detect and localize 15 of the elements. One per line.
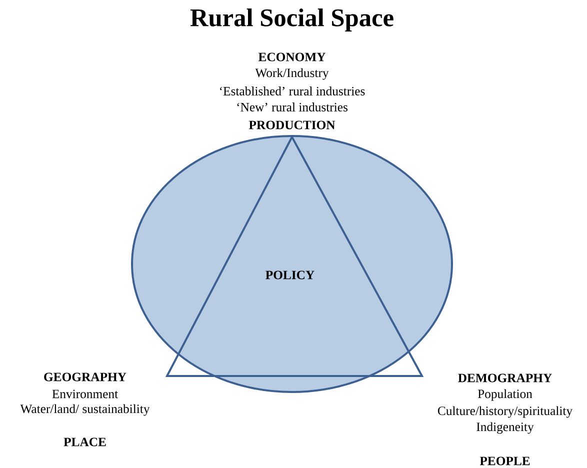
label: ‘Established’ rural industries — [220, 86, 365, 96]
label: Work/Industry — [255, 68, 329, 80]
label: Water/land/ sustainability — [20, 404, 150, 416]
heading: GEOGRAPHY — [44, 372, 126, 382]
heading: PEOPLE — [480, 456, 530, 466]
heading: PLACE — [64, 438, 106, 446]
heading: ECONOMY — [258, 52, 326, 62]
title: Rural Social Space — [190, 8, 394, 32]
label: Environment — [52, 390, 118, 398]
label: Indigeneity — [476, 422, 534, 434]
label: ‘New’ rural industries — [237, 102, 348, 112]
heading: DEMOGRAPHY — [458, 374, 552, 382]
label: Culture/history/spirituality — [438, 406, 573, 418]
circle — [131, 135, 453, 393]
label: Population — [478, 389, 532, 401]
